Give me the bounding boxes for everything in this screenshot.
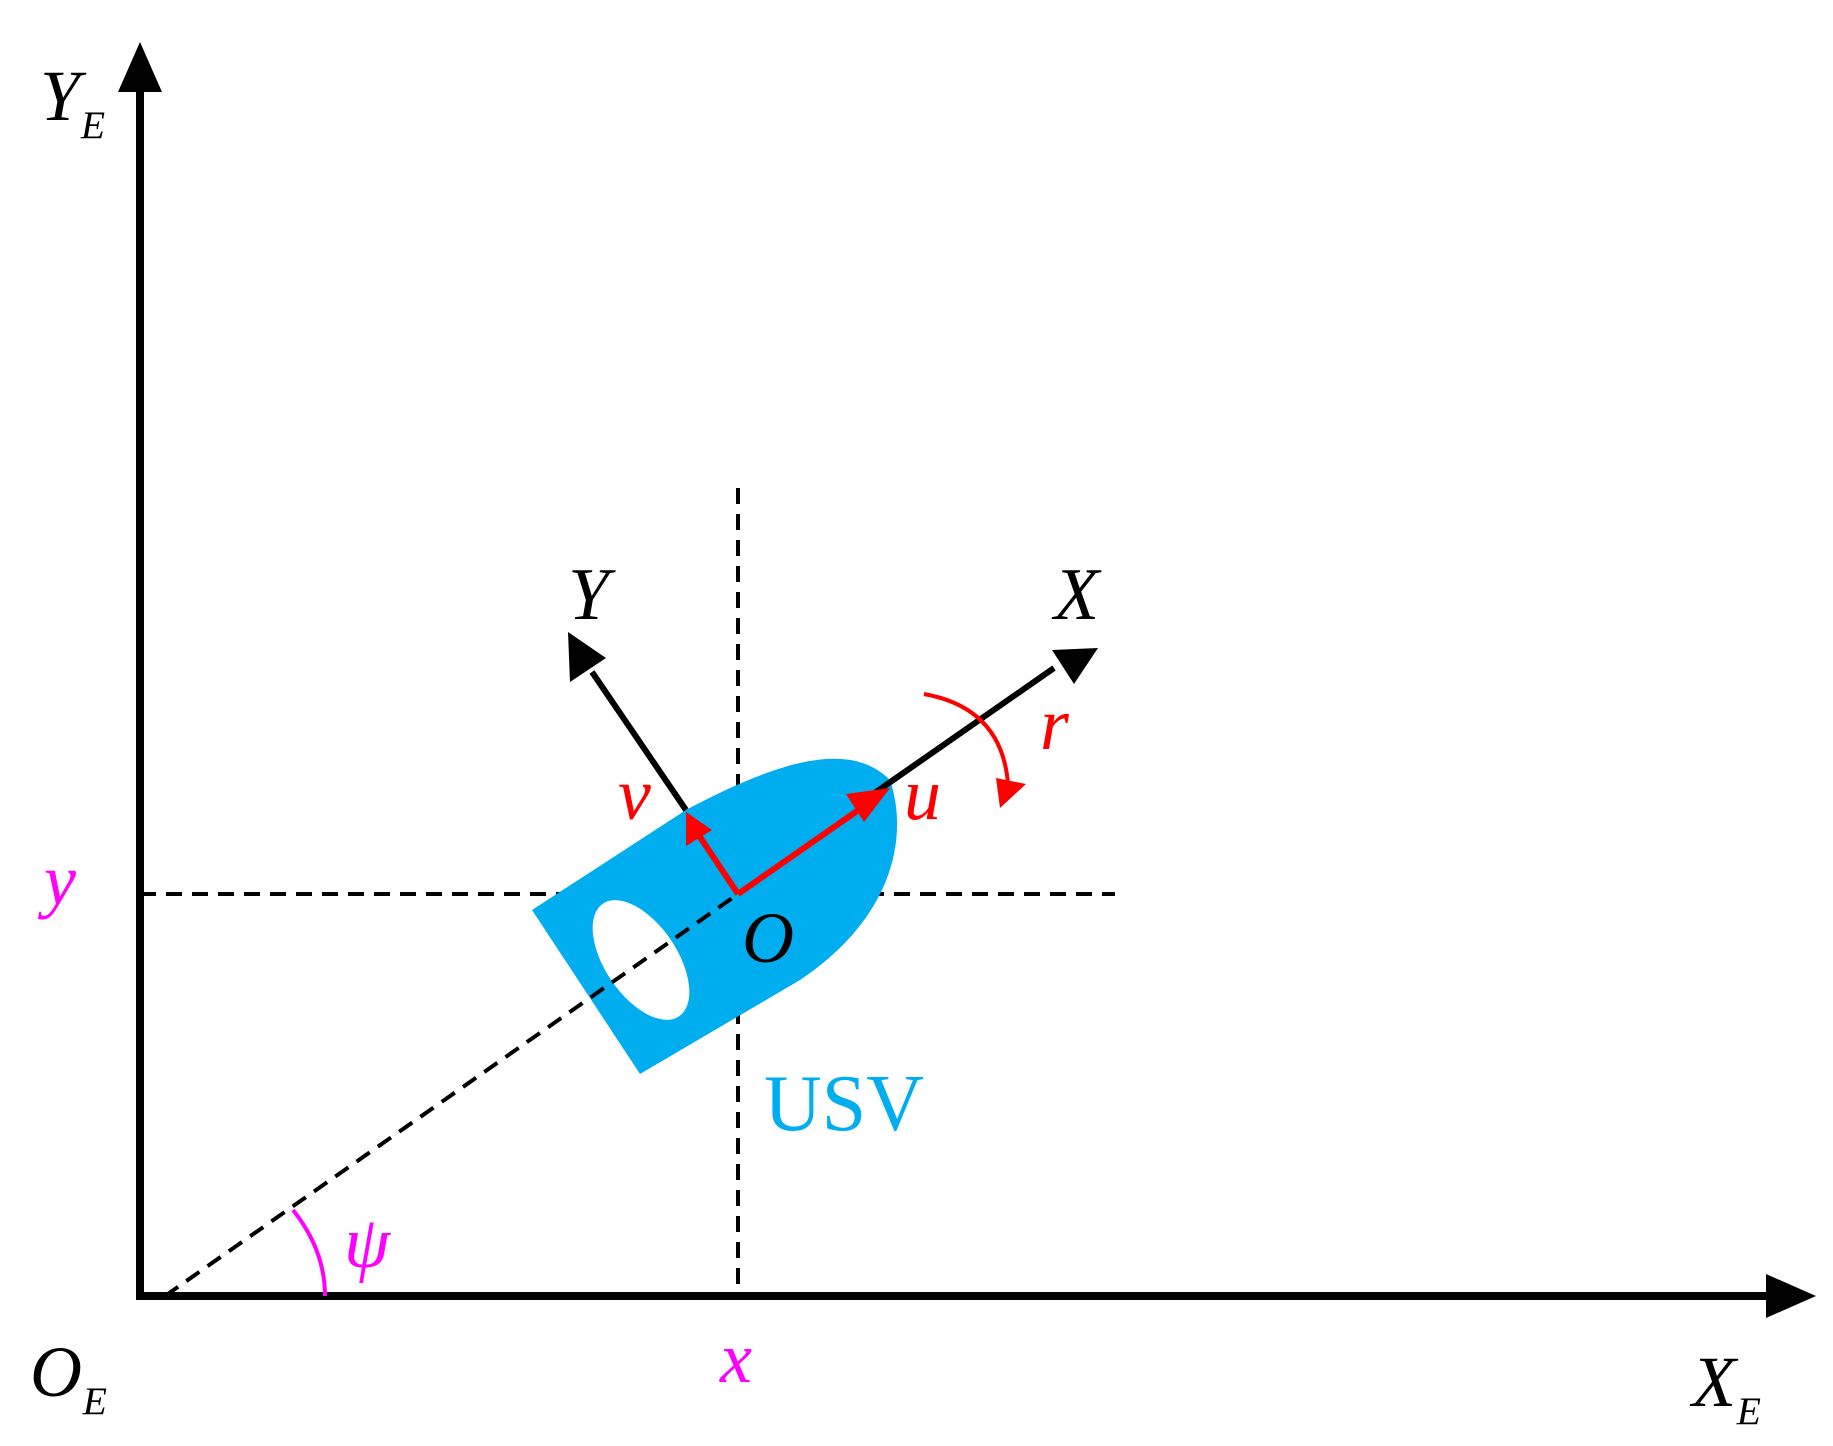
body-origin-label: O — [742, 898, 794, 978]
body-x-axis-label: X — [1054, 554, 1100, 636]
surge-velocity-arrow — [736, 799, 872, 897]
usv-label: USV — [764, 1060, 925, 1148]
sway-velocity-label: v — [618, 754, 651, 836]
sway-velocity-arrow — [695, 832, 741, 896]
body-x-axis-arrowhead — [1052, 648, 1098, 684]
heading-line — [163, 892, 740, 1298]
yaw-rate-arrowhead — [996, 778, 1026, 808]
sway-velocity-arrowhead — [686, 812, 712, 846]
yaw-rate-arrow — [923, 692, 1010, 785]
position-y-label: y — [44, 840, 76, 920]
earth-y-axis-label: YE — [40, 56, 106, 147]
position-x-label: x — [720, 1318, 752, 1398]
earth-x-axis-label: XE — [1692, 1342, 1761, 1433]
heading-angle-label: ψ — [344, 1202, 390, 1284]
body-y-axis-arrowhead — [568, 632, 606, 682]
earth-origin-label: OE — [30, 1332, 107, 1423]
earth-y-axis-arrowhead — [118, 42, 162, 92]
heading-angle-arc — [291, 1208, 327, 1297]
yaw-rate-label: r — [1040, 684, 1069, 766]
surge-velocity-arrowhead — [846, 788, 890, 822]
usv-hull — [532, 758, 898, 1074]
surge-velocity-label: u — [904, 754, 941, 836]
earth-x-axis-arrowhead — [1766, 1274, 1816, 1318]
body-y-axis-label: Y — [568, 554, 610, 636]
body-x-axis — [874, 665, 1056, 795]
body-y-axis — [589, 670, 689, 812]
